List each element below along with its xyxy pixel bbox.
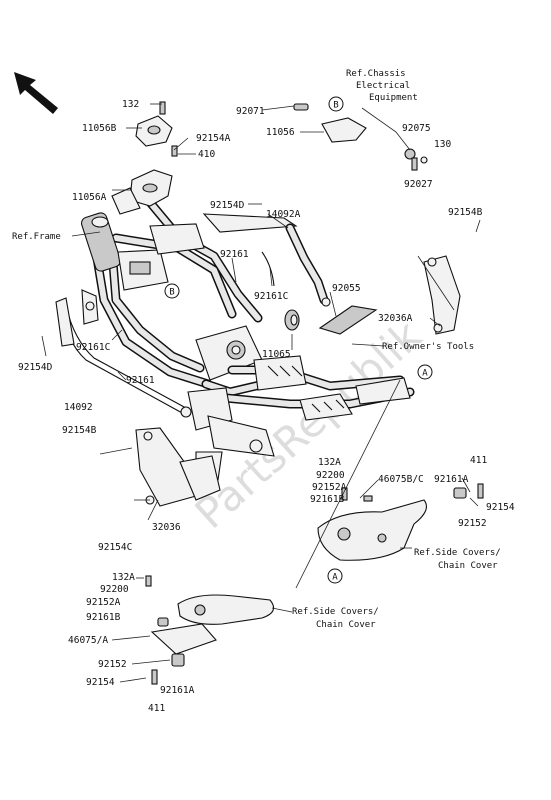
label-92152-left: 92152 [98, 659, 127, 670]
front-direction-arrow-icon [14, 72, 58, 114]
lower-bracket-11056A [111, 145, 178, 215]
label-411-left: 411 [148, 703, 165, 714]
label-92154C: 92154C [98, 542, 132, 553]
marker-B-frame: B [164, 283, 180, 299]
brace-14092 [55, 297, 192, 418]
label-92154B-top: 92154B [448, 207, 483, 218]
label-92161: 92161 [220, 249, 249, 260]
marker-B-top: B [328, 96, 344, 112]
label-92075: 92075 [402, 123, 431, 134]
label-92152-right: 92152 [458, 518, 487, 529]
label-92161A-right: 92161A [434, 474, 469, 485]
label-11065: 11065 [262, 349, 291, 360]
marker-A-frame: A [417, 364, 433, 380]
ref-owners-tools[interactable]: Ref.Owner's Tools [382, 342, 474, 352]
svg-text:A: A [422, 369, 428, 379]
label-92055: 92055 [332, 283, 361, 294]
label-130: 130 [434, 139, 451, 150]
label-46075BC: 46075B/C [378, 474, 424, 485]
ref-side-covers-left[interactable]: Ref.Side Covers/ Chain Cover [292, 607, 384, 630]
svg-text:B: B [169, 288, 174, 298]
label-92200-right: 92200 [316, 470, 345, 481]
label-92071: 92071 [236, 106, 265, 117]
label-410: 410 [198, 149, 215, 160]
label-11056B: 11056B [82, 123, 117, 134]
label-14092: 14092 [64, 402, 93, 413]
label-14092A: 14092A [266, 209, 301, 220]
part-number-labels: 132 11056B 92154A 410 11056A 92071 11056… [18, 99, 515, 714]
label-46075A: 46075/A [68, 635, 108, 646]
label-92154-left: 92154 [86, 677, 115, 688]
label-92027: 92027 [404, 179, 433, 190]
footrest-bracket-left [145, 575, 275, 685]
svg-text:A: A [332, 573, 338, 583]
label-92161B-left: 92161B [86, 612, 121, 623]
ref-side-covers-right[interactable]: Ref.Side Covers/ Chain Cover [414, 548, 506, 571]
upper-bracket-11056B [135, 101, 173, 147]
label-92161A-left: 92161A [160, 685, 195, 696]
label-11056: 11056 [266, 127, 295, 138]
label-92200-left: 92200 [100, 584, 129, 595]
plate-32036 [135, 427, 221, 507]
label-92161B-right: 92161B [310, 494, 345, 505]
ref-chassis-electrical[interactable]: Ref.Chassis Electrical Equipment [346, 69, 418, 103]
label-132: 132 [122, 99, 139, 110]
label-92154B-left: 92154B [62, 425, 97, 436]
label-92154-right: 92154 [486, 502, 515, 513]
ref-frame[interactable]: Ref.Frame [12, 232, 61, 242]
tool-strap-92055 [318, 305, 378, 335]
svg-text:B: B [333, 101, 338, 111]
plate-32036A [423, 255, 461, 335]
label-32036: 32036 [152, 522, 181, 533]
bracket-11056 [293, 103, 428, 171]
label-92152A-left: 92152A [86, 597, 121, 608]
label-132A-left: 132A [112, 572, 135, 583]
leader-lines [41, 103, 481, 683]
label-92161C-top: 92161C [254, 291, 288, 302]
label-11056A: 11056A [72, 192, 107, 203]
label-132A-right: 132A [318, 457, 341, 468]
label-92154A: 92154A [196, 133, 231, 144]
label-411-right: 411 [470, 455, 487, 466]
marker-A-footrest: A [327, 568, 343, 584]
label-92154D-top: 92154D [210, 200, 245, 211]
label-92161C-left: 92161C [76, 342, 110, 353]
label-32036A: 32036A [378, 313, 413, 324]
label-92152A-right: 92152A [312, 482, 347, 493]
label-92154D-left: 92154D [18, 362, 53, 373]
brace-14092A [202, 213, 331, 307]
frame-assembly [80, 195, 295, 397]
collar-11065 [284, 309, 300, 331]
label-92161-left: 92161 [126, 375, 155, 386]
footrest-bracket-right [317, 483, 484, 561]
